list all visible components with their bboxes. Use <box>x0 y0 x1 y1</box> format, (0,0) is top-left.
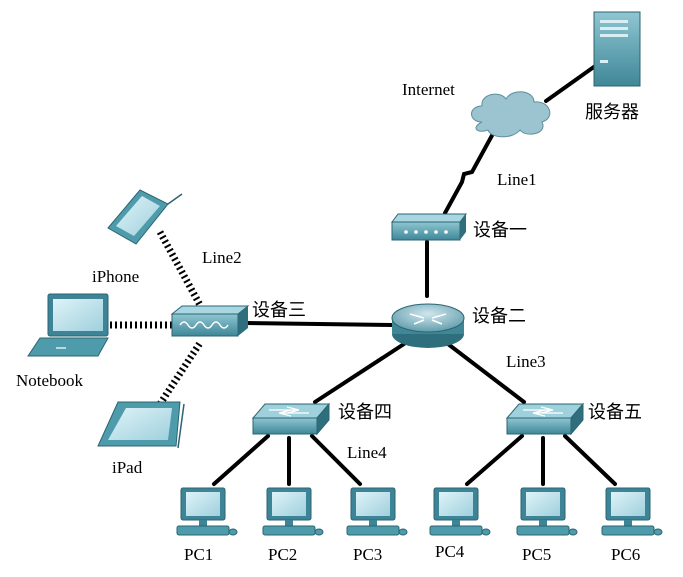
device3-label: 设备三 <box>252 300 306 321</box>
link-line3 <box>446 342 526 404</box>
link-device2-device4 <box>313 340 409 404</box>
device5-switch-icon <box>506 403 584 435</box>
links-device4-pcs <box>212 434 362 486</box>
pc6-icon <box>601 487 663 536</box>
ipad-label: iPad <box>112 458 143 477</box>
internet-cloud-icon <box>471 91 551 138</box>
notebook-icon <box>27 293 109 357</box>
link-server-internet <box>544 62 600 103</box>
line2-label: Line2 <box>202 248 242 267</box>
server-icon <box>593 11 641 87</box>
device1-modem-icon <box>391 213 467 241</box>
pc2-icon <box>262 487 324 536</box>
device5-label: 设备五 <box>588 402 642 423</box>
pc2-label: PC2 <box>268 545 297 564</box>
device2-label: 设备二 <box>472 306 526 327</box>
notebook-label: Notebook <box>16 371 84 390</box>
link-device3-device2 <box>242 321 395 327</box>
device4-switch-icon <box>252 403 330 435</box>
link-line1 <box>443 128 497 215</box>
pc6-label: PC6 <box>611 545 640 564</box>
wireless-links-line2 <box>110 230 204 406</box>
line3-label: Line3 <box>506 352 546 371</box>
pc5-icon <box>516 487 578 536</box>
pc3-icon <box>346 487 408 536</box>
pc3-label: PC3 <box>353 545 382 564</box>
pc1-icon <box>176 487 238 536</box>
server-label: 服务器 <box>585 102 639 123</box>
iphone-icon <box>107 189 183 245</box>
internet-label: Internet <box>402 80 455 99</box>
line1-label: Line1 <box>497 170 537 189</box>
pc4-icon <box>429 487 491 536</box>
device3-wireless-ap-icon <box>170 305 250 337</box>
line4-label: Line4 <box>347 443 387 462</box>
pc4-label: PC4 <box>435 542 465 561</box>
iphone-label: iPhone <box>92 267 139 286</box>
device4-label: 设备四 <box>338 402 392 423</box>
pc1-label: PC1 <box>184 545 213 564</box>
pc5-label: PC5 <box>522 545 551 564</box>
device1-label: 设备一 <box>473 220 527 241</box>
links-device5-pcs <box>465 434 617 486</box>
ipad-icon <box>97 401 185 449</box>
device2-router-icon <box>391 303 465 348</box>
